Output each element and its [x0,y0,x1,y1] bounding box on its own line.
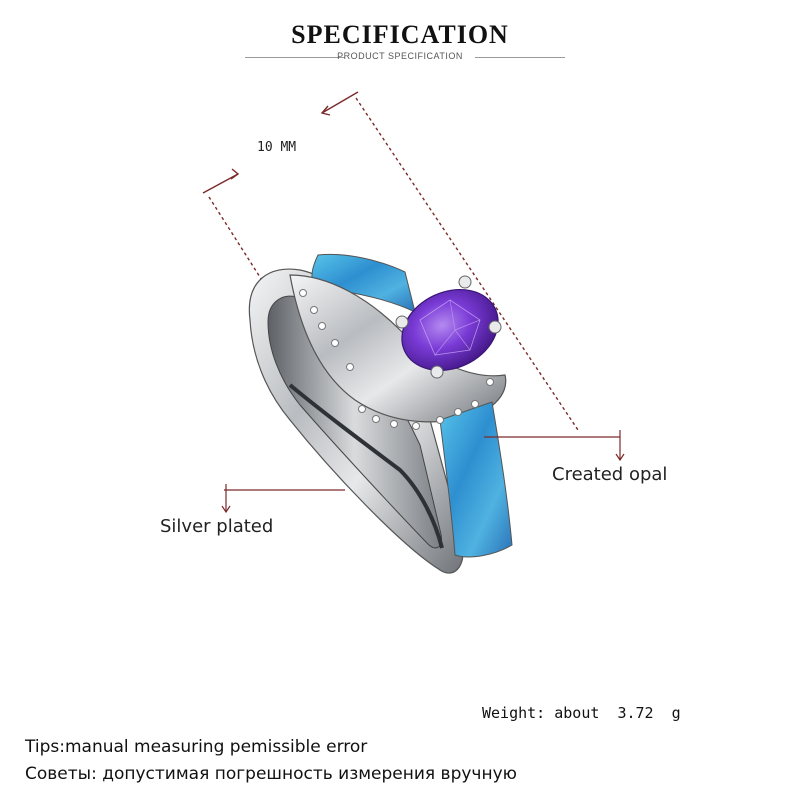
gem-prongs [395,275,502,379]
title-rule-right [475,57,565,58]
silver-callout-line [221,484,345,514]
opal-callout-label: Created opal [552,464,668,485]
amethyst-gem [401,288,499,372]
dimension-label: 10 MM [257,140,297,155]
ring-setting [289,274,507,423]
title-rule-left [245,57,345,58]
spec-title: SPECIFICATION [291,20,509,49]
opal-inlay-lower [439,401,513,558]
silver-callout-label: Silver plated [160,516,274,537]
ring-band [248,268,464,574]
tip-english: Tips:manual measuring pemissible error [25,737,368,757]
spec-subtitle: PRODUCT SPECIFICATION [337,51,463,61]
tip-russian: Советы: допустимая погрешность измерения… [25,764,517,784]
weight-text: Weight: about 3.72 g [482,704,681,722]
opal-callout-line [484,430,625,462]
accent-stones [299,289,494,430]
dimension-guides [202,91,579,561]
